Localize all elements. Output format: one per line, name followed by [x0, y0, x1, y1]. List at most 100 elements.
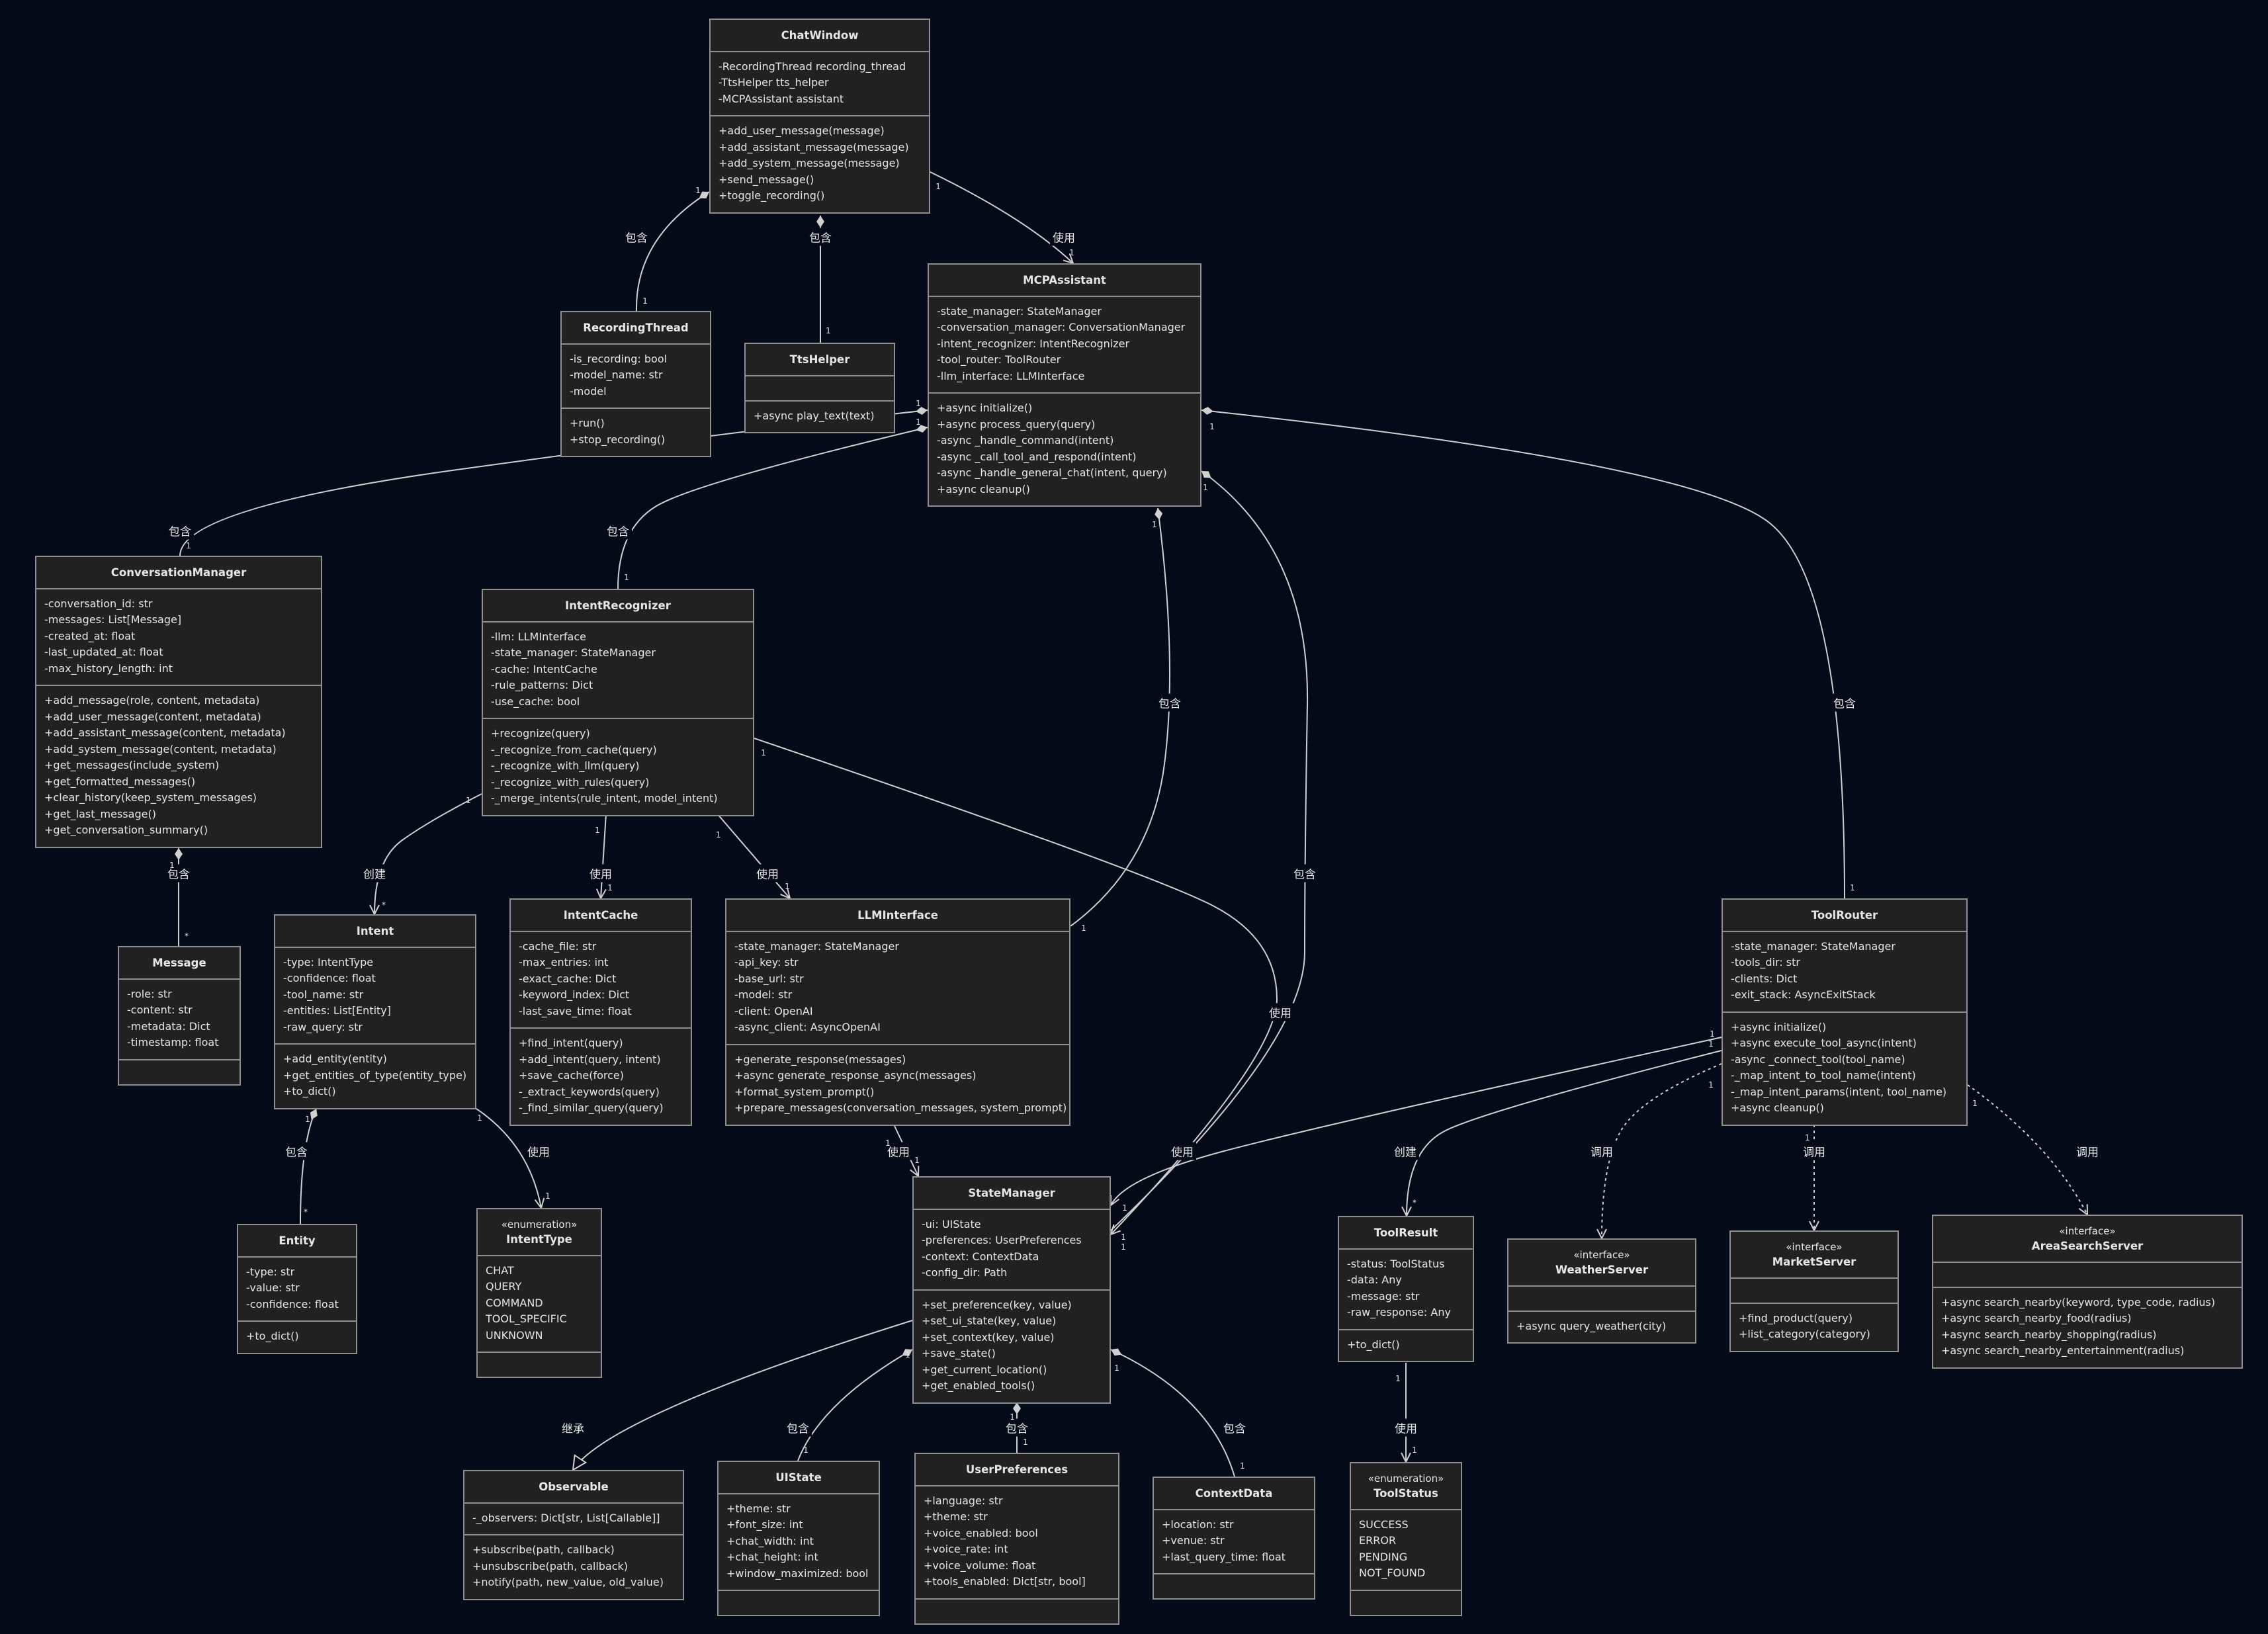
class-method: +async cleanup() [937, 482, 1030, 495]
class-attribute: +theme: str [924, 1510, 988, 1523]
class-uistate[interactable]: UIState+theme: str+font_size: int+chat_w… [717, 1461, 880, 1616]
cardinality-label: 1 [916, 399, 921, 408]
class-attribute: -model_name: str [570, 368, 663, 381]
class-contextdata[interactable]: ContextData+location: str+venue: str+las… [1153, 1477, 1315, 1600]
class-methods: +add_user_message(message)+add_assistant… [711, 116, 929, 212]
class-method: +async query_weather(city) [1516, 1319, 1667, 1332]
class-name: MCPAssistant [1023, 274, 1106, 286]
class-method: +unsubscribe(path, callback) [472, 1559, 629, 1572]
class-recordingthread[interactable]: RecordingThread-is_recording: bool-model… [560, 311, 711, 457]
class-header: IntentCache [511, 900, 691, 932]
relation-statemanager-contextdata [1110, 1349, 1235, 1477]
composition-diamond [916, 407, 928, 415]
class-areasearchserver[interactable]: «interface»AreaSearchServer+async search… [1932, 1215, 2243, 1369]
class-methods: +run()+stop_recording() [562, 409, 710, 456]
cardinality-label: 1 [905, 1350, 910, 1359]
class-method: -_recognize_with_rules(query) [491, 775, 650, 789]
class-attribute: -_observers: Dict[str, List[Callable]] [472, 1511, 660, 1524]
class-method: -_recognize_from_cache(query) [491, 743, 657, 756]
class-attribute: -model [570, 384, 607, 398]
class-toolresult[interactable]: ToolResult-status: ToolStatus-data: Any-… [1338, 1216, 1474, 1362]
composition-diamond [175, 848, 183, 860]
class-method: +async initialize() [937, 402, 1033, 414]
class-attributes: -cache_file: str-max_entries: int-exact_… [511, 932, 691, 1029]
class-attribute: COMMAND [486, 1296, 543, 1309]
cardinality-label: 1 [1209, 422, 1215, 431]
arrow-head [1110, 1195, 1120, 1207]
class-name: LLMInterface [857, 909, 938, 922]
class-weatherserver[interactable]: «interface»WeatherServer+async query_wea… [1507, 1238, 1696, 1344]
class-method: -_find_similar_query(query) [519, 1101, 664, 1114]
class-intentrecognizer[interactable]: IntentRecognizer-llm: LLMInterface-state… [482, 589, 754, 816]
class-method: +get_conversation_summary() [44, 824, 208, 836]
relation-intentrecognizer-intentcache [600, 813, 607, 899]
class-method: -_recognize_with_llm(query) [491, 759, 640, 772]
class-statemanager[interactable]: StateManager-ui: UIState-preferences: Us… [912, 1176, 1111, 1404]
class-method: -_map_intent_to_tool_name(intent) [1731, 1069, 1916, 1082]
class-stereotype: «enumeration» [1368, 1473, 1444, 1484]
class-methods: +async initialize()+async execute_tool_a… [1723, 1013, 1966, 1125]
class-attribute: -keyword_index: Dict [519, 988, 630, 1001]
class-attribute: -last_updated_at: float [44, 646, 163, 658]
class-attribute: -client: OpenAI [734, 1004, 813, 1017]
class-attributes: -_observers: Dict[str, List[Callable]] [464, 1504, 683, 1535]
relation-label: 包含 [1831, 693, 1858, 712]
class-attribute: -created_at: float [44, 629, 136, 642]
class-method: -_map_intent_params(intent, tool_name) [1731, 1085, 1947, 1098]
class-mcpassistant[interactable]: MCPAssistant -state_manager: StateManager… [928, 263, 1201, 507]
class-name: AreaSearchServer [2031, 1240, 2144, 1252]
class-attribute: -entities: List[Entity] [283, 1004, 392, 1017]
class-name: ContextData [1195, 1487, 1273, 1500]
class-method: +save_state() [922, 1347, 996, 1359]
class-method: +set_preference(key, value) [922, 1298, 1072, 1311]
class-toolrouter[interactable]: ToolRouter-state_manager: StateManager-t… [1722, 898, 1968, 1126]
class-conversationmanager[interactable]: ConversationManager-conversation_id: str… [35, 556, 322, 848]
class-method: +generate_response(messages) [734, 1053, 906, 1066]
class-attributes: -llm: LLMInterface-state_manager: StateM… [483, 623, 753, 719]
class-method: +async search_nearby(keyword, type_code,… [1941, 1295, 2216, 1309]
class-methods: +find_intent(query)+add_intent(query, in… [511, 1029, 691, 1125]
class-method: -async _handle_general_chat(intent, quer… [937, 466, 1167, 479]
composition-diamond [1155, 508, 1163, 520]
class-attributes [1508, 1287, 1695, 1312]
class-attribute: -RecordingThread recording_thread [719, 60, 906, 73]
class-intentcache[interactable]: IntentCache-cache_file: str-max_entries:… [509, 898, 692, 1126]
relation-label: 包含 [623, 228, 650, 246]
class-chatwindow[interactable]: ChatWindow-RecordingThread recording_thr… [709, 19, 930, 214]
composition-diamond [816, 216, 824, 228]
class-attributes [746, 376, 894, 402]
cardinality-label: 1 [1010, 1412, 1015, 1422]
class-attributes [1933, 1263, 2242, 1288]
class-method: +find_product(query) [1739, 1311, 1853, 1324]
class-method: +format_system_prompt() [734, 1085, 875, 1098]
relation-mcpassistant-statemanager [1110, 470, 1309, 1231]
class-llminterface[interactable]: LLMInterface-state_manager: StateManager… [725, 898, 1070, 1126]
relation-mcpassistant-llminterface [1070, 507, 1170, 927]
cardinality-label: 1 [914, 1156, 920, 1165]
cardinality-label: 1 [1240, 1461, 1245, 1471]
class-header: Message [119, 947, 240, 980]
class-entity[interactable]: Entity-type: str-value: str-confidence: … [237, 1224, 357, 1354]
class-observable[interactable]: Observable-_observers: Dict[str, List[Ca… [463, 1470, 684, 1600]
class-userpreferences[interactable]: UserPreferences+language: str+theme: str… [914, 1453, 1119, 1625]
class-method: +async cleanup() [1731, 1101, 1824, 1114]
class-header: ConversationManager [36, 557, 321, 589]
relation-label: 使用 [587, 864, 615, 882]
class-attributes: -state_manager: StateManager-conversatio… [929, 297, 1200, 394]
class-intent[interactable]: Intent-type: IntentType-confidence: floa… [274, 914, 476, 1109]
class-attribute: -MCPAssistant assistant [719, 92, 844, 105]
cardinality-label: 1 [1972, 1099, 1978, 1108]
relation-toolrouter-statemanager [1110, 1037, 1722, 1206]
cardinality-label: 1 [1710, 1029, 1715, 1039]
class-attribute: +venue: str [1162, 1534, 1225, 1547]
arrow-head [1110, 1224, 1121, 1236]
class-message[interactable]: Message-role: str-content: str-metadata:… [118, 946, 241, 1086]
relation-label: 使用 [525, 1142, 552, 1160]
class-method: +add_user_message(content, metadata) [44, 710, 261, 723]
class-marketserver[interactable]: «interface»MarketServer+find_product(que… [1729, 1230, 1899, 1352]
class-attribute: +location: str [1162, 1518, 1234, 1531]
class-ttshelper[interactable]: TtsHelper+async play_text(text) [744, 343, 895, 433]
